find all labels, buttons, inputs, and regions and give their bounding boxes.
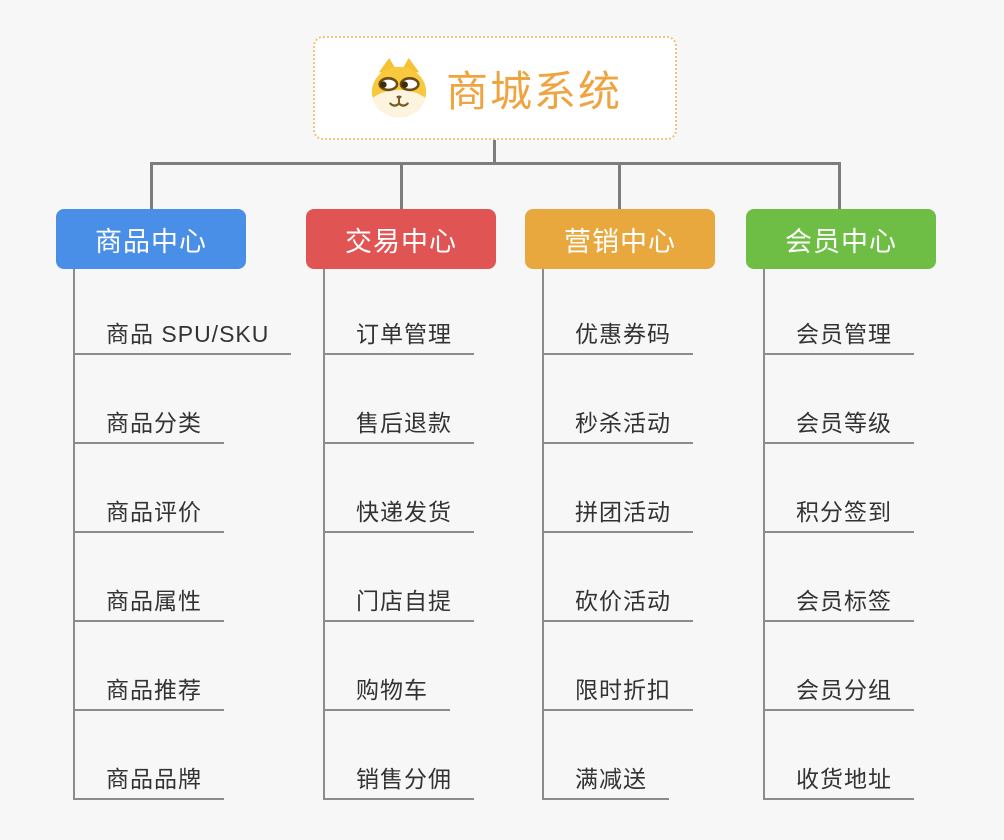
branch-column-member: 会员中心 会员管理 会员等级 积分签到 会员标签 会员分组 收货地址	[746, 209, 1004, 800]
branch-node-marketing-center[interactable]: 营销中心	[525, 209, 715, 269]
leaf-node[interactable]: 收货地址	[763, 711, 914, 800]
branch-node-member-center[interactable]: 会员中心	[746, 209, 936, 269]
leaf-node[interactable]: 门店自提	[323, 533, 474, 622]
leaf-node[interactable]: 优惠券码	[542, 269, 693, 355]
branch-subtree-trade: 订单管理 售后退款 快递发货 门店自提 购物车 销售分佣	[323, 269, 583, 800]
leaf-node[interactable]: 商品品牌	[73, 711, 224, 800]
leaf-node[interactable]: 会员等级	[763, 355, 914, 444]
leaf-node[interactable]: 订单管理	[323, 269, 474, 355]
branch-subtree-marketing: 优惠券码 秒杀活动 拼团活动 砍价活动 限时折扣 满减送	[542, 269, 802, 800]
branch-node-trade-center[interactable]: 交易中心	[306, 209, 496, 269]
connector-drop-branch-1	[150, 162, 153, 210]
branch-node-product-center[interactable]: 商品中心	[56, 209, 246, 269]
leaf-node[interactable]: 会员标签	[763, 533, 914, 622]
leaf-node[interactable]: 会员分组	[763, 622, 914, 711]
root-title: 商城系统	[445, 67, 622, 115]
branch-column-product: 商品中心 商品 SPU/SKU 商品分类 商品评价 商品属性 商品推荐 商品品牌	[56, 209, 333, 800]
connector-drop-branch-2	[400, 162, 403, 210]
branch-subtree-product: 商品 SPU/SKU 商品分类 商品评价 商品属性 商品推荐 商品品牌	[73, 269, 333, 800]
leaf-node[interactable]: 会员管理	[763, 269, 914, 355]
leaf-node[interactable]: 售后退款	[323, 355, 474, 444]
leaf-node[interactable]: 快递发货	[323, 444, 474, 533]
leaf-node[interactable]: 秒杀活动	[542, 355, 693, 444]
branch-subtree-member: 会员管理 会员等级 积分签到 会员标签 会员分组 收货地址	[763, 269, 1004, 800]
leaf-node[interactable]: 拼团活动	[542, 444, 693, 533]
leaf-node[interactable]: 商品推荐	[73, 622, 224, 711]
branch-column-trade: 交易中心 订单管理 售后退款 快递发货 门店自提 购物车 销售分佣	[306, 209, 583, 800]
root-node[interactable]: 商城系统	[313, 36, 677, 140]
shiba-dog-icon	[371, 57, 427, 118]
connector-drop-branch-3	[618, 162, 621, 210]
leaf-node[interactable]: 购物车	[323, 622, 450, 711]
leaf-node[interactable]: 满减送	[542, 711, 669, 800]
leaf-node[interactable]: 商品分类	[73, 355, 224, 444]
leaf-node[interactable]: 商品评价	[73, 444, 224, 533]
connector-horizontal	[150, 162, 840, 165]
leaf-node[interactable]: 积分签到	[763, 444, 914, 533]
connector-drop-branch-4	[838, 162, 841, 210]
leaf-node[interactable]: 销售分佣	[323, 711, 474, 800]
leaf-node[interactable]: 砍价活动	[542, 533, 693, 622]
leaf-node[interactable]: 商品 SPU/SKU	[73, 269, 292, 355]
leaf-node[interactable]: 限时折扣	[542, 622, 693, 711]
branch-column-marketing: 营销中心 优惠券码 秒杀活动 拼团活动 砍价活动 限时折扣 满减送	[525, 209, 802, 800]
leaf-node[interactable]: 商品属性	[73, 533, 224, 622]
connector-root-drop	[493, 140, 496, 165]
